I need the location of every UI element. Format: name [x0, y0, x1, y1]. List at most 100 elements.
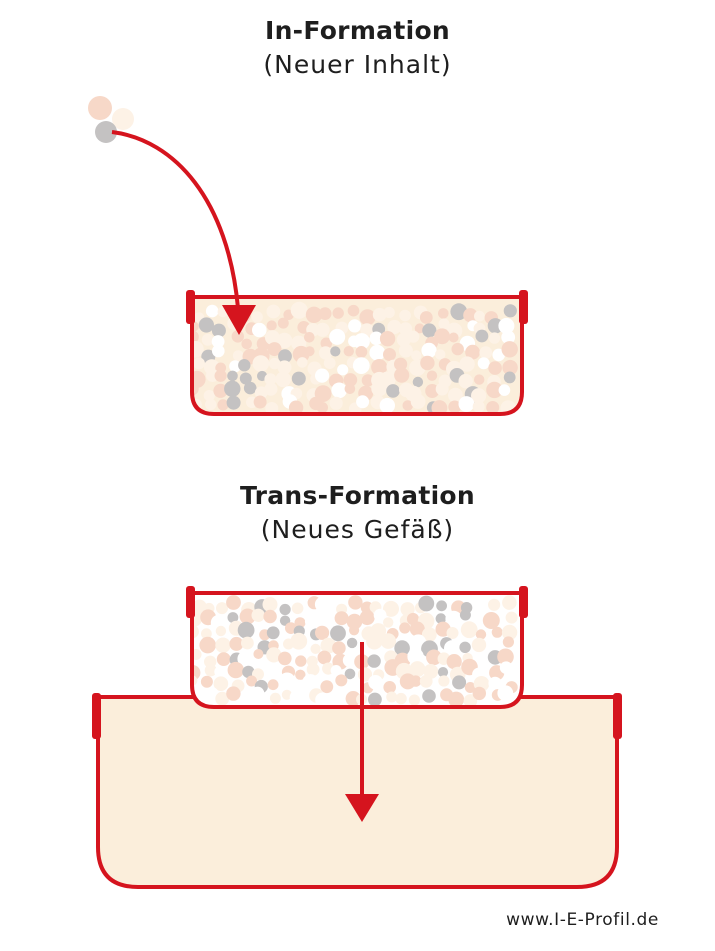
particle [278, 672, 296, 690]
particle [267, 679, 279, 691]
particle [323, 357, 336, 369]
particle [502, 636, 514, 648]
large-container-left-rim [92, 693, 101, 739]
transfer-arrow-head [345, 794, 379, 822]
particle [367, 654, 381, 668]
particle [335, 674, 348, 687]
particle [414, 323, 425, 334]
particle [201, 333, 214, 346]
particle [463, 308, 478, 323]
small-container-particles [192, 595, 518, 707]
particle [266, 304, 281, 319]
particle [211, 323, 226, 338]
particle [402, 400, 414, 411]
particle [438, 308, 449, 319]
particle [205, 398, 217, 411]
particle [192, 341, 204, 358]
particle [503, 304, 517, 318]
particle [475, 595, 490, 611]
particle [227, 661, 244, 679]
particle [399, 622, 411, 634]
particle [394, 640, 410, 656]
particle [501, 624, 518, 641]
small-container [186, 586, 528, 709]
particle [383, 617, 394, 628]
particle [330, 665, 342, 676]
particle [488, 676, 502, 691]
particle [360, 323, 374, 337]
particle [214, 369, 227, 382]
particle [426, 370, 438, 381]
large-container [92, 693, 622, 889]
particle [217, 399, 229, 411]
particle [419, 674, 433, 688]
particle [431, 400, 448, 414]
particle [226, 395, 241, 410]
particle [239, 372, 252, 385]
particle [241, 338, 252, 350]
particle [419, 311, 433, 324]
particle [343, 346, 354, 357]
particle [400, 602, 415, 617]
small-container-right-rim [519, 586, 528, 618]
particle [458, 396, 475, 412]
particle [275, 371, 292, 388]
particle [315, 625, 330, 640]
particle [502, 595, 517, 610]
particle [227, 612, 239, 623]
particle [226, 595, 241, 610]
particle [232, 350, 244, 361]
particle [491, 626, 503, 638]
large-container-right-rim [613, 693, 622, 739]
particle [349, 625, 360, 636]
particle [411, 350, 422, 361]
particle [215, 637, 231, 653]
particle [482, 612, 500, 629]
curved-arrow-head [222, 305, 256, 335]
large-container-fill [98, 697, 617, 887]
particle [318, 307, 332, 320]
particle [497, 685, 514, 701]
particle [242, 665, 255, 679]
particle [346, 613, 363, 630]
particle [310, 643, 321, 655]
particle [446, 627, 459, 639]
particle [486, 381, 503, 399]
particle [302, 674, 319, 691]
top-container [186, 290, 528, 416]
particle [458, 373, 473, 389]
particle [386, 691, 398, 703]
particle [227, 370, 238, 382]
particle [314, 596, 331, 613]
particle [344, 383, 356, 395]
particle [348, 595, 363, 610]
particle [213, 676, 229, 691]
particle [214, 666, 226, 678]
particle [265, 330, 280, 345]
particle [231, 330, 244, 343]
particle [426, 649, 442, 666]
particle [410, 394, 426, 409]
particle [266, 626, 280, 640]
particle [262, 597, 278, 612]
particle [436, 600, 447, 612]
particle [459, 356, 475, 372]
particle [330, 625, 346, 642]
particle [304, 332, 315, 343]
particle [267, 342, 282, 357]
top-section-subtitle: (Neuer Inhalt) [263, 50, 452, 79]
particle [398, 343, 413, 358]
particle [383, 306, 395, 319]
particle [434, 328, 450, 345]
incoming-particle-gray [95, 121, 117, 143]
particle [203, 390, 215, 402]
particle [297, 357, 308, 368]
particle [353, 333, 370, 350]
particle [499, 661, 513, 674]
particle [387, 319, 402, 335]
particle [250, 686, 265, 701]
particle [471, 388, 487, 404]
particle [291, 371, 306, 386]
particle [498, 317, 515, 334]
particle [289, 689, 306, 706]
